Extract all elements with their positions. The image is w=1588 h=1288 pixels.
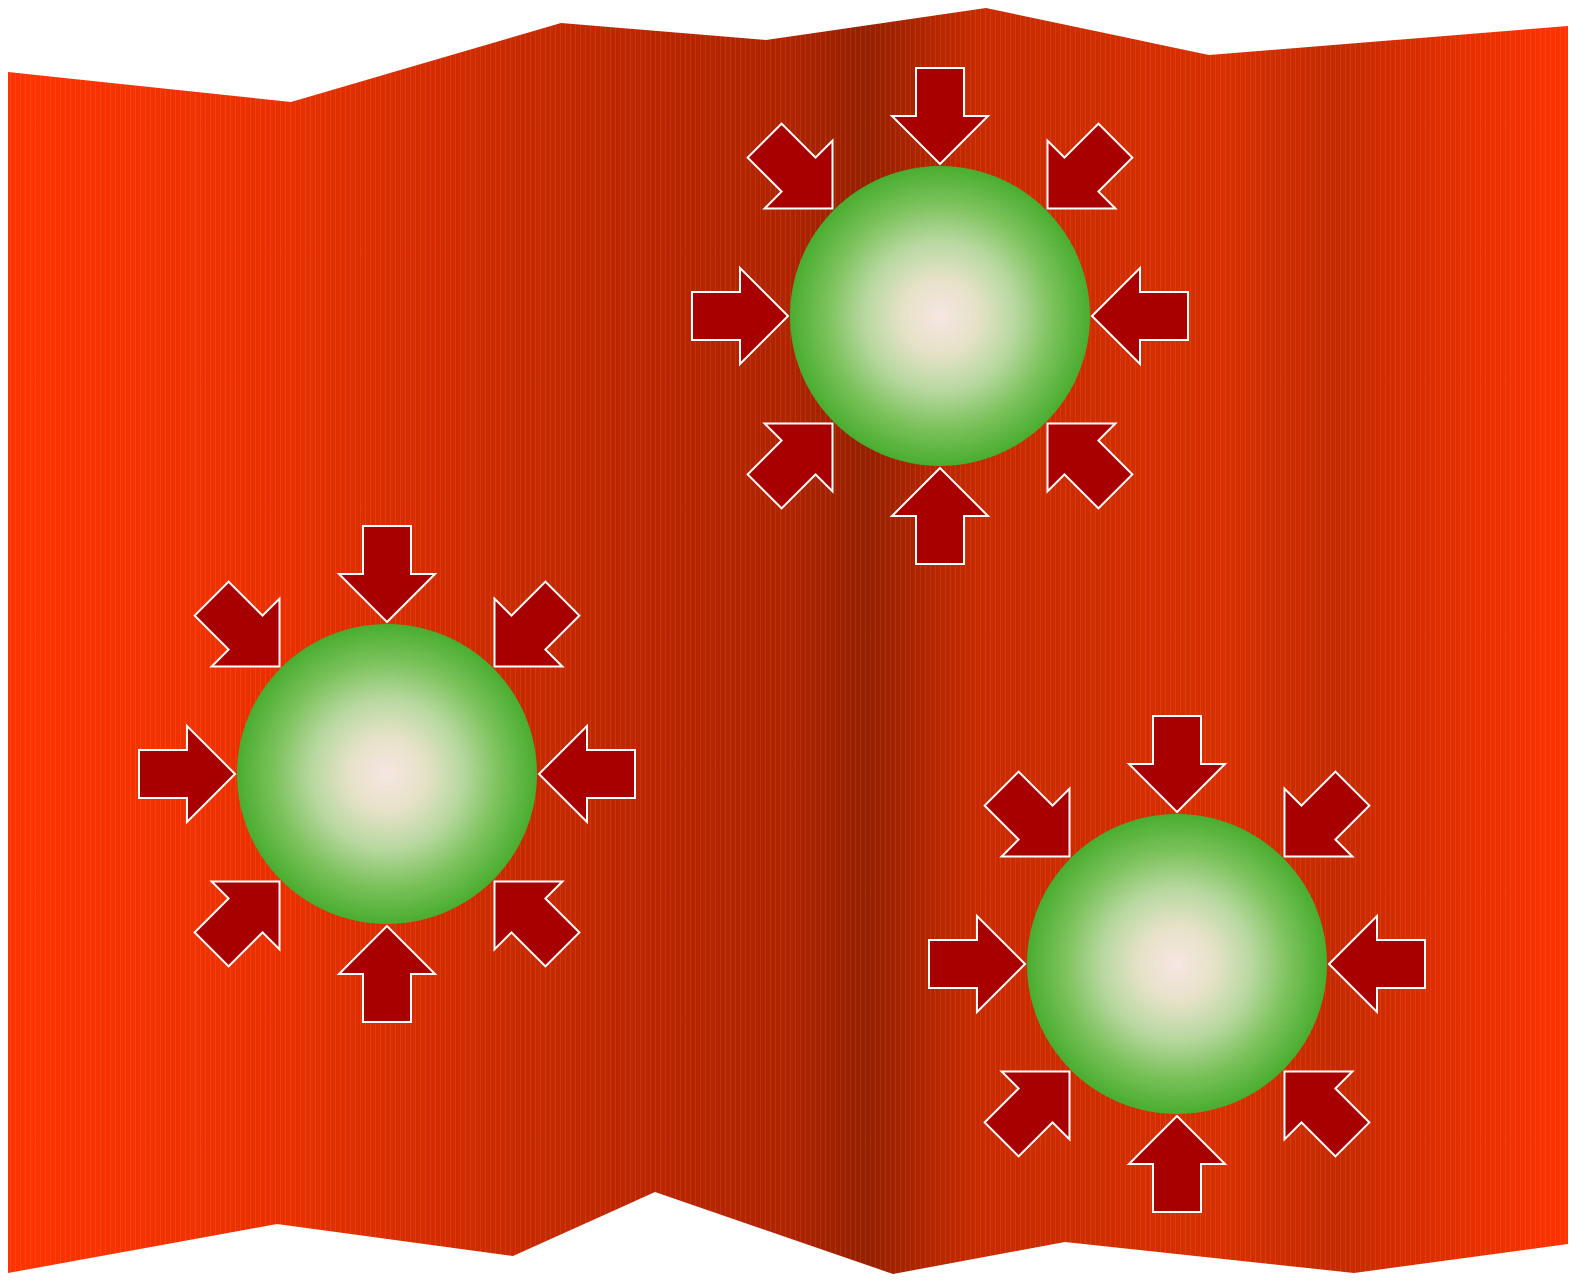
- compression-cluster-3: [929, 716, 1425, 1212]
- compression-cluster-2: [139, 526, 635, 1022]
- compression-cluster-1: [692, 68, 1188, 564]
- green-bubble: [237, 624, 537, 924]
- green-bubble: [1027, 814, 1327, 1114]
- green-bubble: [790, 166, 1090, 466]
